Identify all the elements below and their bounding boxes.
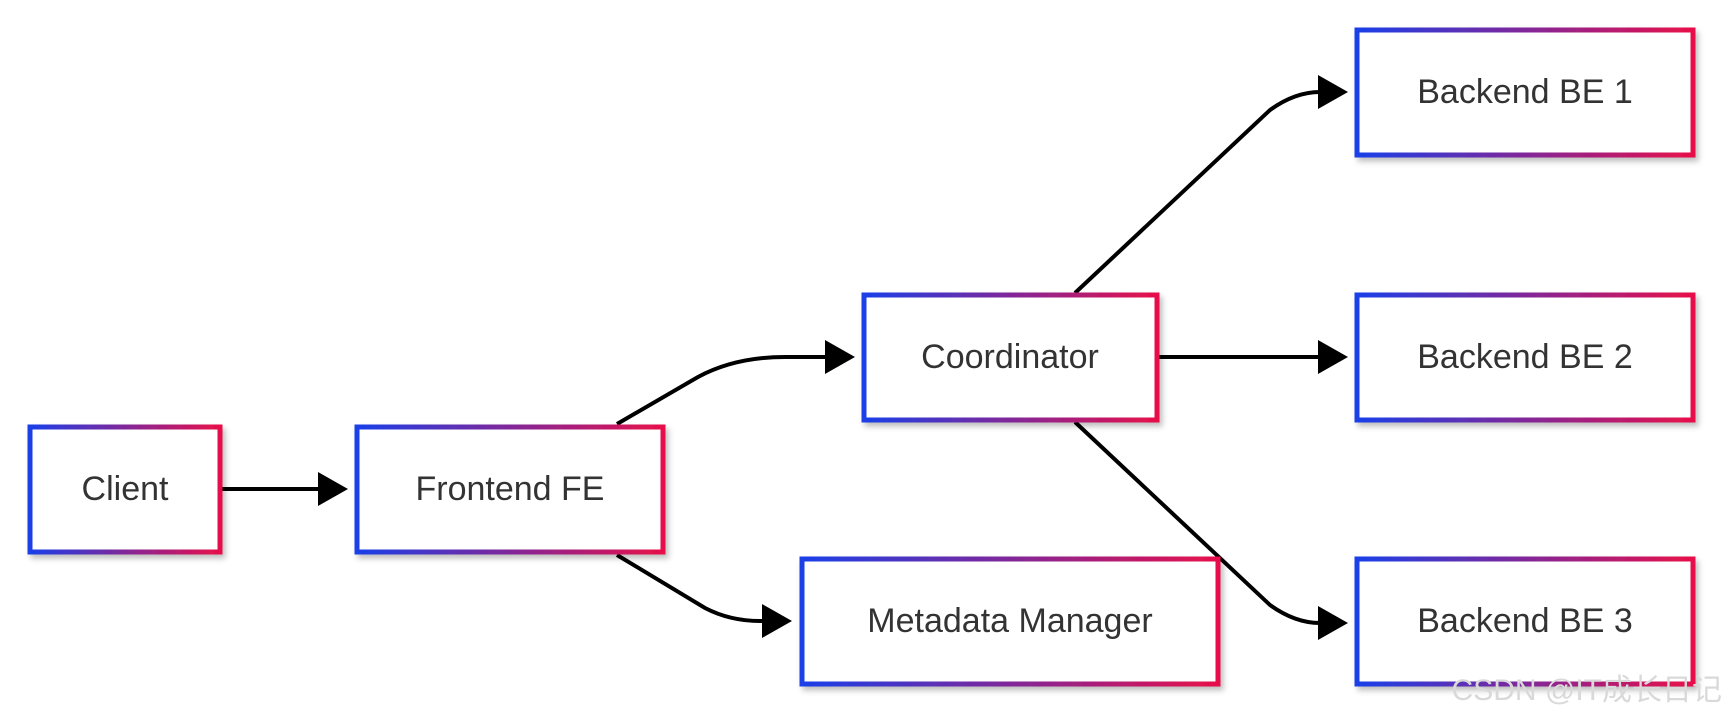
arrowhead-frontend-metadata	[762, 604, 792, 638]
node-frontend-label: Frontend FE	[416, 470, 605, 508]
node-metadata-label: Metadata Manager	[867, 602, 1152, 640]
node-coordinator-label: Coordinator	[921, 338, 1099, 376]
node-client	[27, 424, 223, 555]
node-be3	[1354, 556, 1696, 687]
watermark: CSDN @IT成长日记	[1452, 674, 1722, 707]
arrowhead-client-frontend	[318, 472, 348, 506]
node-be1-label: Backend BE 1	[1417, 73, 1632, 111]
node-be3-label: Backend BE 3	[1417, 602, 1632, 640]
arrowhead-coordinator-be2	[1318, 340, 1348, 374]
node-frontend	[354, 424, 666, 555]
arrowhead-frontend-coordinator	[825, 340, 855, 374]
node-client-label: Client	[82, 470, 169, 508]
node-metadata	[799, 556, 1221, 687]
edges	[222, 75, 1348, 640]
node-be2	[1354, 292, 1696, 423]
edge-coordinator-be1	[1073, 90, 1321, 295]
edge-frontend-coordinator	[615, 355, 825, 426]
node-coordinator	[861, 292, 1160, 423]
edge-frontend-metadata	[615, 553, 765, 623]
arrowhead-coordinator-be3	[1318, 606, 1348, 640]
node-be1	[1354, 27, 1696, 158]
arrowhead-coordinator-be1	[1318, 75, 1348, 109]
node-be2-label: Backend BE 2	[1417, 338, 1632, 376]
edge-coordinator-be3	[1073, 420, 1321, 625]
